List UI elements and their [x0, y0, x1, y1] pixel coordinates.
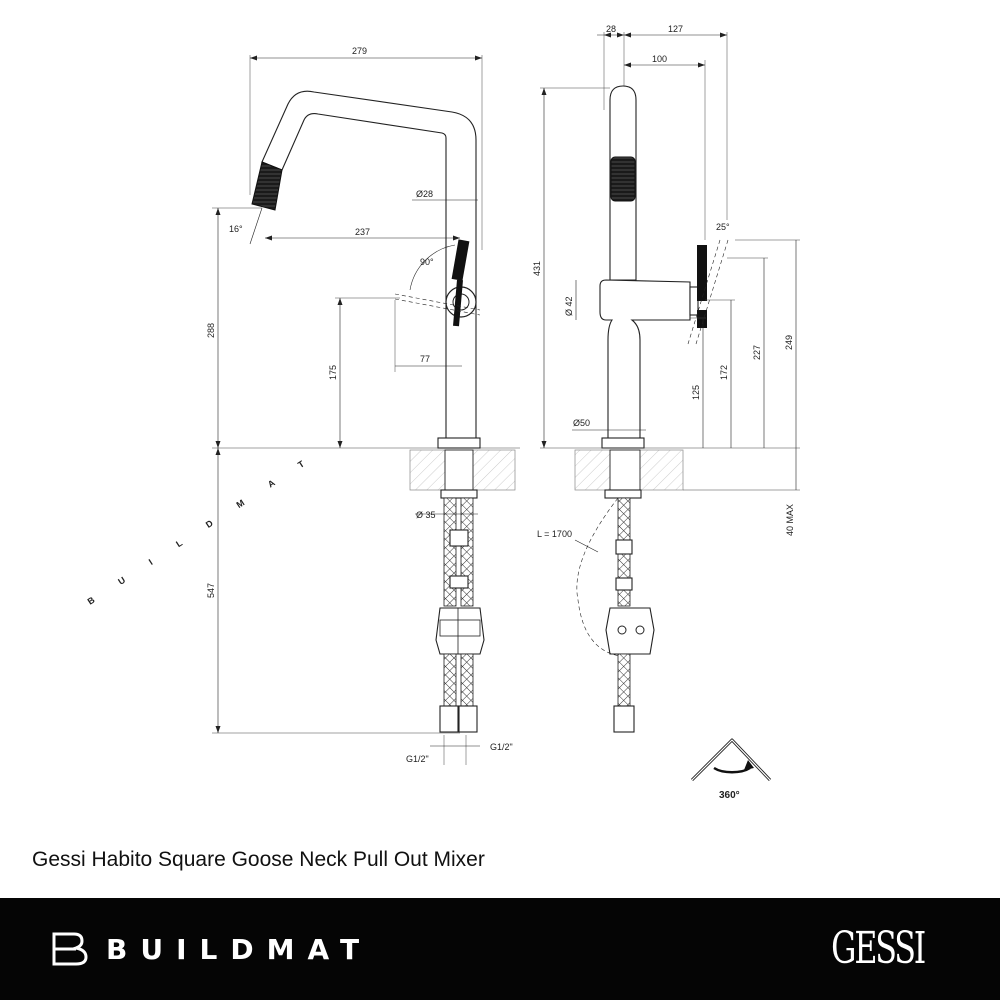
side-view: 279 90° Ø28 16° 237 77 — [206, 46, 520, 765]
dim-handle-offset: 77 — [420, 354, 430, 364]
gessi-logo: GESSI — [830, 923, 926, 974]
technical-drawing: BUILDMAT 279 90° — [86, 24, 800, 801]
dim-height-431: 431 — [532, 261, 542, 276]
dim-deck-max: 40 MAX — [785, 504, 795, 536]
valve-body — [435, 607, 485, 655]
front-view: 28 127 100 25° 431 Ø 42 Ø50 — [532, 24, 800, 801]
buildmat-logo-icon — [52, 932, 88, 966]
dim-spout-reach: 237 — [355, 227, 370, 237]
rotation-label: 360° — [719, 790, 740, 801]
watermark-text: BUILDMAT — [86, 442, 332, 606]
dim-lever-angle: 90° — [420, 257, 434, 267]
dim-172: 172 — [719, 365, 729, 380]
dim-249: 249 — [784, 335, 794, 350]
dim-spout-angle: 16° — [229, 224, 243, 234]
front-lever — [697, 245, 707, 301]
dim-125: 125 — [691, 385, 701, 400]
fitting-right-label: G1/2" — [490, 742, 513, 752]
hose-length-label: L = 1700 — [537, 529, 572, 539]
dim-top-127: 127 — [668, 24, 683, 34]
dim-below-deck: 547 — [206, 583, 216, 598]
dim-handle-height: 175 — [328, 365, 338, 380]
brand-name: BUILDMAT — [106, 932, 373, 966]
dim-hole-diameter: Ø 35 — [416, 510, 436, 520]
dim-body-diameter: Ø 42 — [564, 296, 574, 316]
dim-pipe-diameter: Ø28 — [416, 189, 433, 199]
dim-top-28: 28 — [606, 24, 616, 34]
front-valve-body — [605, 607, 655, 655]
fitting-left-label: G1/2" — [406, 754, 429, 764]
spout-goose-neck — [261, 90, 477, 441]
footer-bar — [0, 898, 1000, 1000]
dim-227: 227 — [752, 345, 762, 360]
brand-logo[interactable]: BUILDMAT — [52, 932, 372, 966]
product-caption: Gessi Habito Square Goose Neck Pull Out … — [32, 848, 485, 871]
spout-grip — [251, 161, 283, 211]
rotation-icon — [690, 738, 772, 782]
dim-width: 279 — [352, 46, 367, 56]
dim-top-100: 100 — [652, 54, 667, 64]
lever-solid — [451, 239, 470, 281]
dim-base-diameter: Ø50 — [573, 418, 590, 428]
front-spout-grip — [610, 156, 636, 202]
dim-lever-angle-front: 25° — [716, 222, 730, 232]
dim-total-height: 288 — [206, 323, 216, 338]
